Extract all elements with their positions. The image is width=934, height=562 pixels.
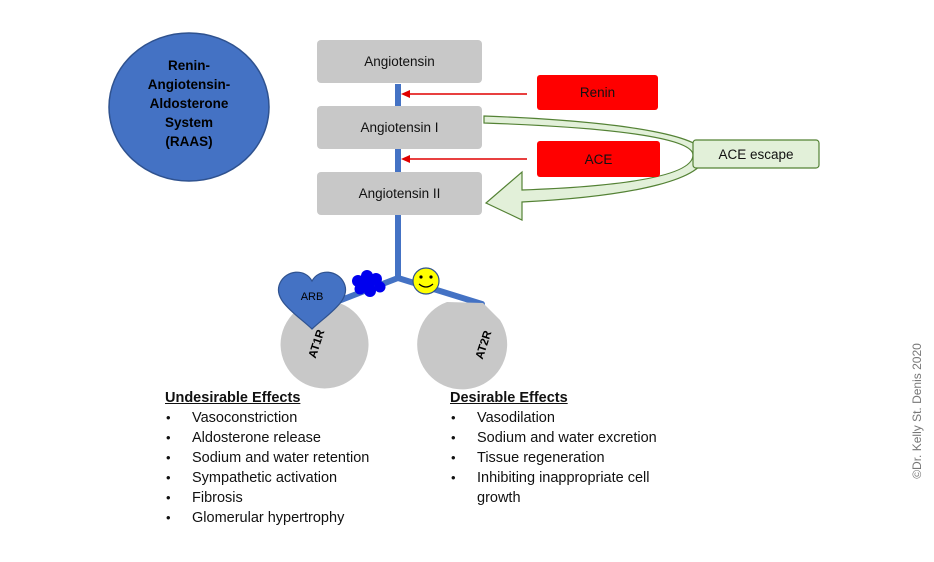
arb-label: ARB [301, 291, 324, 303]
list-item: Vasodilation [450, 408, 690, 428]
list-item: Glomerular hypertrophy [165, 508, 425, 528]
angiotensin-i-label: Angiotensin I [360, 120, 438, 135]
raas-label-line-2: Angiotensin- [148, 77, 231, 92]
renin-box: Renin [537, 75, 658, 110]
copyright-text: ©Dr. Kelly St. Denis 2020 [910, 343, 924, 479]
list-item: Vasoconstriction [165, 408, 425, 428]
ace-escape-arrow [483, 115, 706, 221]
undesirable-effects-title: Undesirable Effects [165, 390, 301, 406]
desirable-effects-section: Desirable Effects Vasodilation Sodium an… [450, 390, 690, 508]
renin-arrow [401, 90, 527, 98]
undesirable-effects-section: Undesirable Effects Vasoconstriction Ald… [165, 390, 425, 528]
angiotensin-ii-box: Angiotensin II [317, 172, 482, 215]
desirable-effects-title: Desirable Effects [450, 390, 568, 406]
ace-label: ACE [585, 152, 613, 167]
list-item: Sodium and water retention [165, 448, 425, 468]
blocked-angiotensin-blob-icon [352, 270, 386, 297]
ace-escape-label: ACE escape [718, 147, 793, 162]
raas-label-line-4: System [165, 115, 213, 130]
raas-label-line-3: Aldosterone [150, 96, 229, 111]
list-item: Aldosterone release [165, 428, 425, 448]
angiotensin-i-box: Angiotensin I [317, 106, 482, 149]
desirable-effects-list: Vasodilation Sodium and water excretion … [450, 408, 690, 508]
arb-heart: ARB [277, 271, 347, 330]
ace-escape-box: ACE escape [692, 139, 820, 169]
angiotensin-label: Angiotensin [364, 54, 435, 69]
list-item: Tissue regeneration [450, 448, 690, 468]
angiotensin-box: Angiotensin [317, 40, 482, 83]
list-item: Inhibiting inappropriate cell growth [450, 468, 692, 508]
raas-circle: Renin- Angiotensin- Aldosterone System (… [108, 32, 270, 182]
at1r-receptor: AT1R [280, 302, 369, 389]
renin-label: Renin [580, 85, 615, 100]
list-item: Sodium and water excretion [450, 428, 690, 448]
ace-box: ACE [537, 141, 660, 177]
undesirable-effects-list: Vasoconstriction Aldosterone release Sod… [165, 408, 425, 528]
list-item: Fibrosis [165, 488, 425, 508]
ace-arrow [401, 155, 527, 163]
at2r-receptor: AT2R [417, 302, 508, 390]
angiotensin-ii-label: Angiotensin II [359, 186, 441, 201]
smiley-face-icon [412, 267, 440, 295]
raas-label-line-5: (RAAS) [165, 134, 212, 149]
raas-label-line-1: Renin- [168, 58, 210, 73]
list-item: Sympathetic activation [165, 468, 425, 488]
